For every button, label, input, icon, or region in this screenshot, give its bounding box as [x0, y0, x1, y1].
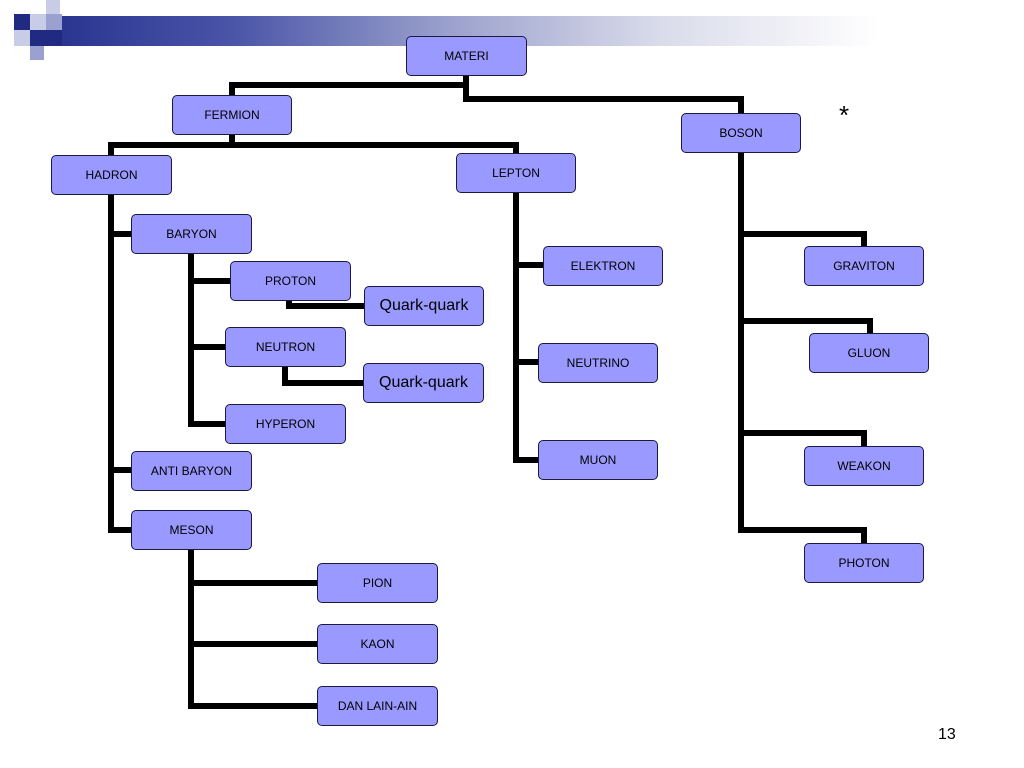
- node-kaon: KAON: [317, 624, 438, 664]
- node-hadron: HADRON: [51, 155, 172, 195]
- node-dan-lain-ain: DAN LAIN-AIN: [317, 686, 438, 726]
- node-hyperon: HYPERON: [225, 404, 346, 444]
- node-lepton: LEPTON: [456, 153, 576, 193]
- deco-square: [46, 14, 62, 30]
- node-proton: PROTON: [230, 261, 351, 301]
- node-fermion: FERMION: [172, 95, 292, 135]
- node-materi: MATERI: [406, 36, 527, 76]
- asterisk-mark: *: [839, 100, 850, 130]
- node-photon: PHOTON: [804, 543, 924, 583]
- node-graviton: GRAVITON: [804, 246, 924, 286]
- node-baryon: BARYON: [131, 214, 252, 254]
- deco-square: [30, 14, 46, 30]
- node-muon: MUON: [538, 440, 658, 480]
- node-pion: PION: [317, 563, 438, 603]
- deco-square: [46, 30, 62, 46]
- deco-square: [30, 46, 44, 60]
- page-number: 13: [938, 726, 956, 743]
- node-meson: MESON: [131, 510, 252, 550]
- node-neutrino: NEUTRINO: [538, 343, 658, 383]
- node-anti-baryon: ANTI BARYON: [131, 451, 252, 491]
- node-weakon: WEAKON: [804, 446, 924, 486]
- node-elektron: ELEKTRON: [543, 246, 663, 286]
- node-quark-quark-1: Quark-quark: [364, 286, 484, 326]
- node-gluon: GLUON: [809, 333, 929, 373]
- deco-square: [46, 0, 60, 14]
- deco-square: [30, 30, 46, 46]
- header-gradient-bar: [60, 16, 1024, 46]
- node-boson: BOSON: [681, 113, 801, 153]
- node-neutron: NEUTRON: [225, 327, 346, 367]
- deco-square: [14, 30, 30, 46]
- deco-square: [14, 14, 30, 30]
- node-quark-quark-2: Quark-quark: [363, 363, 484, 403]
